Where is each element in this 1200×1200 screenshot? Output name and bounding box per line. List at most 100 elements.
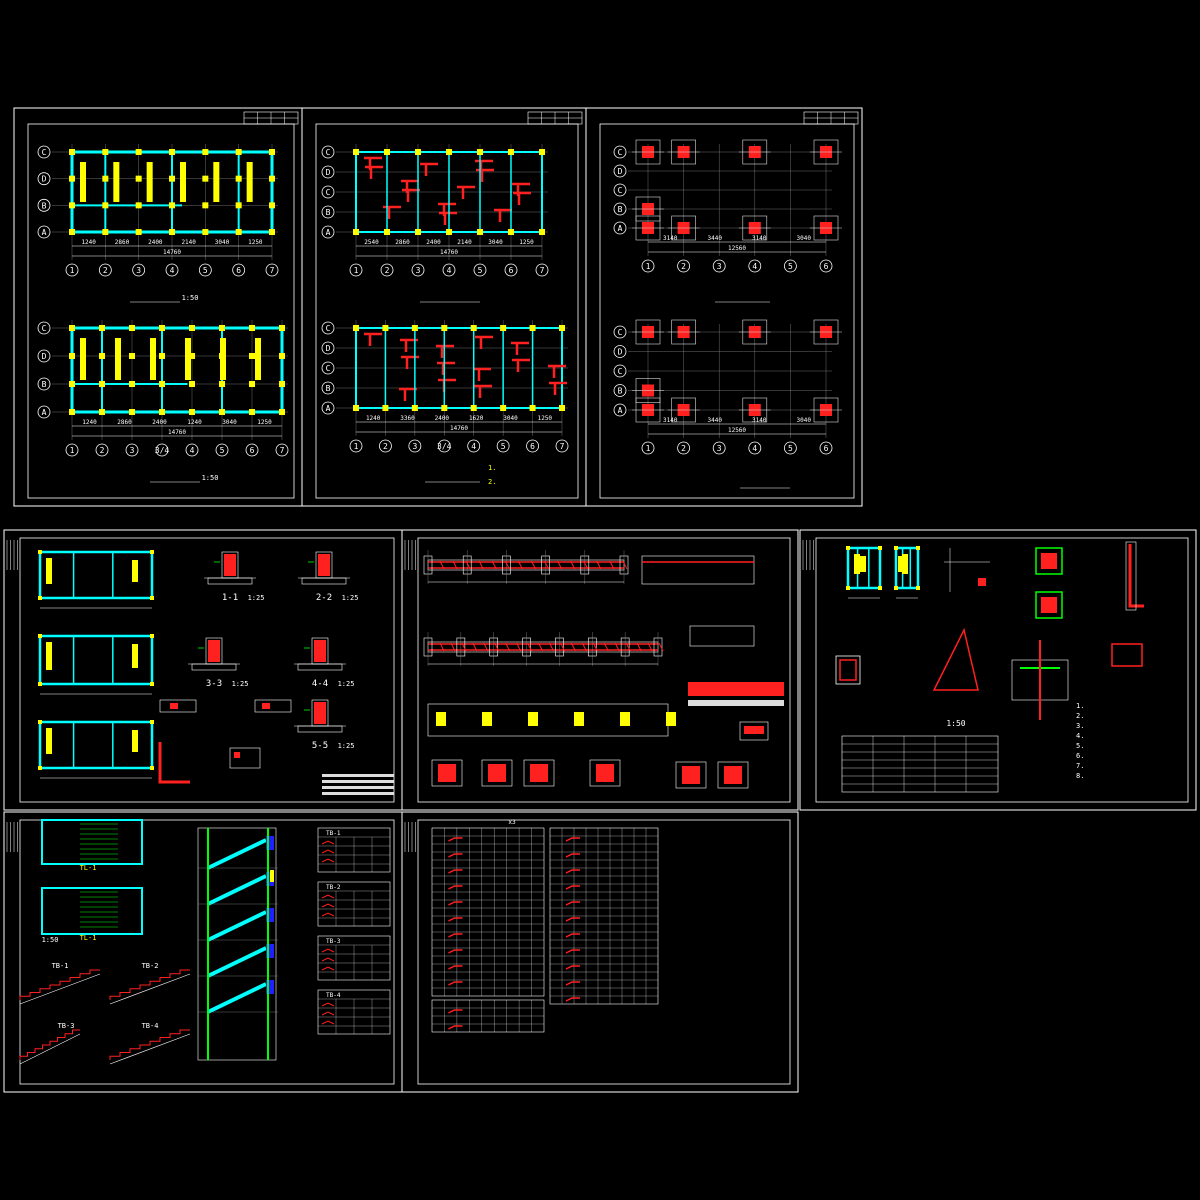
rebar-shape <box>321 894 335 899</box>
stirrup <box>452 560 458 570</box>
row-axis-label: A <box>42 228 47 237</box>
stirrup <box>465 560 471 570</box>
col-axis-label: 4 <box>752 444 757 453</box>
column <box>894 546 898 550</box>
row-axis-label: A <box>42 408 47 417</box>
axis-bubble <box>526 439 539 453</box>
col-axis-label: 7 <box>540 266 545 275</box>
detail-strip <box>254 699 292 713</box>
stirrup <box>544 560 549 570</box>
row-axis-label: C <box>618 148 623 157</box>
axis-bubble <box>321 401 335 415</box>
row-axis-label: D <box>42 352 47 361</box>
rebar-shape <box>448 853 463 858</box>
axis-bubble <box>349 263 363 277</box>
dimension-text: 2540 <box>364 239 379 246</box>
axis-bubble <box>65 443 79 457</box>
stair-schedule: TB-3 <box>317 935 391 981</box>
stair-flight <box>109 1029 191 1065</box>
perimeter-wall <box>70 326 284 414</box>
axis-bubble <box>613 164 627 178</box>
column <box>159 409 165 415</box>
rebar-shape <box>565 853 580 858</box>
stirrup <box>491 560 497 570</box>
pad-detail <box>835 655 861 685</box>
dimension-text: 3040 <box>488 239 503 246</box>
annotation-text-block <box>113 162 120 202</box>
slope-detail <box>932 627 979 691</box>
parapet-rebar <box>1128 544 1144 608</box>
dimension-text: 2400 <box>426 239 441 246</box>
axis-bubble <box>37 172 51 186</box>
row-axis-label: D <box>618 348 623 357</box>
stirrup <box>517 560 523 570</box>
column <box>189 381 195 387</box>
axis-bubble <box>748 441 762 455</box>
row-axis-label: D <box>42 175 47 184</box>
cross-section-rebar <box>682 766 700 784</box>
dimension-text: 3040 <box>503 415 518 422</box>
rebar-shape <box>321 1002 335 1007</box>
rebar-table-2 <box>431 999 545 1033</box>
column <box>69 353 75 359</box>
axis-bubble <box>613 325 627 339</box>
column <box>69 175 75 182</box>
rebar-shape <box>321 912 335 917</box>
dimension-text: 1250 <box>538 415 553 422</box>
section-title: 2-2 <box>316 593 332 603</box>
row-axis-label: C <box>42 148 47 157</box>
column <box>279 381 285 387</box>
column <box>978 578 986 586</box>
axis-bubble <box>819 259 833 273</box>
column <box>38 766 42 770</box>
lintel-block <box>574 712 584 726</box>
col-axis-label: 1 <box>354 266 359 275</box>
column <box>135 149 142 155</box>
beam-detail <box>641 555 755 585</box>
dimension-total: 14760 <box>450 425 468 432</box>
section-footing <box>191 663 237 671</box>
column <box>219 325 225 331</box>
stirrup <box>494 642 500 652</box>
axis-bubble <box>245 443 259 457</box>
annotation-text-block <box>854 554 860 574</box>
row-axis-label: D <box>326 344 331 353</box>
axis-bubble <box>95 443 109 457</box>
beam-elevation-1 <box>423 550 629 584</box>
column <box>69 229 75 235</box>
cross-section-rebar <box>488 764 506 782</box>
stair-flight-section <box>207 982 267 1014</box>
col-axis-label: 6 <box>530 442 535 451</box>
stirrup <box>592 642 598 652</box>
column <box>202 149 209 155</box>
stair-schedule: TB-1 <box>317 827 391 873</box>
column <box>894 586 898 590</box>
sheet-inner-border <box>19 819 395 1085</box>
pad-rebar <box>839 659 857 681</box>
column <box>129 353 135 359</box>
axis-bubble <box>677 441 690 455</box>
axis-bubble <box>613 364 627 378</box>
column <box>269 202 275 209</box>
dimension-text: 3140 <box>663 235 678 242</box>
row-axis-label: C <box>618 186 623 195</box>
stirrup <box>625 642 631 652</box>
table-title: x3 <box>508 819 516 826</box>
annotation-text-block <box>898 556 904 572</box>
column <box>470 405 477 411</box>
stirrup <box>483 642 489 652</box>
col-axis-label: 7 <box>270 266 275 275</box>
axis-bubble <box>677 259 690 273</box>
rebar-shape <box>321 1020 335 1025</box>
column <box>249 381 255 387</box>
stair-label: TL-1 <box>80 934 97 942</box>
column <box>559 405 565 411</box>
rebar-shape <box>565 917 580 922</box>
col-axis-label: 2 <box>103 266 108 275</box>
column <box>189 353 195 359</box>
stair-label: TB-4 <box>142 1022 159 1030</box>
lintel-block <box>482 712 492 726</box>
column <box>446 229 452 235</box>
axis-bubble <box>265 263 279 277</box>
